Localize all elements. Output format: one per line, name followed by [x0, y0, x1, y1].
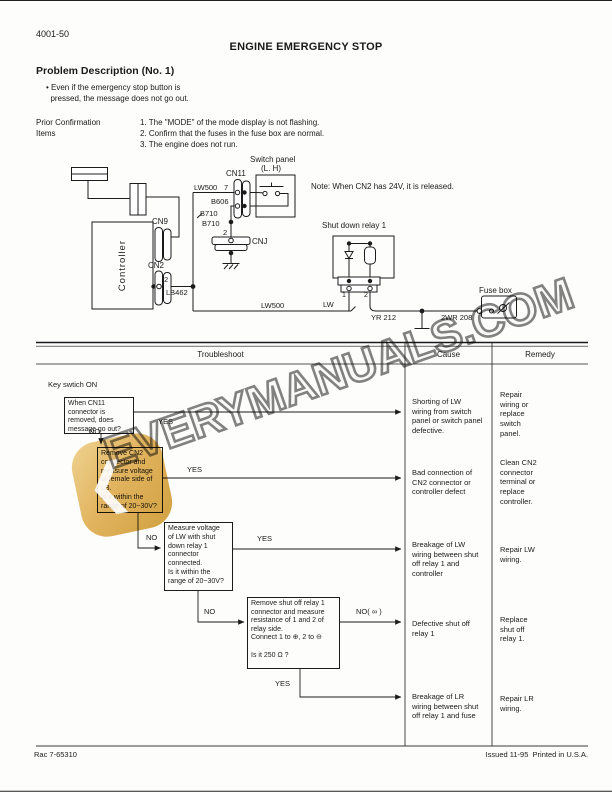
switch-panel-box	[255, 174, 296, 218]
label-lw500-top: LW500	[194, 183, 218, 192]
label-cn11: CN11	[226, 169, 246, 178]
label-yr212: YR 212	[371, 313, 397, 322]
remedy-cell-5: Repair LR wiring.	[500, 694, 534, 713]
cause-cell-2: Bad connection of CN2 connector or contr…	[412, 468, 473, 497]
column-header-cause: Cause	[436, 350, 461, 359]
label-b710-a: B710	[200, 209, 218, 218]
flow-label-yes-2: YES	[187, 465, 203, 474]
column-header-remedy: Remedy	[525, 350, 555, 359]
label-pin2-cnj: 2	[223, 228, 228, 237]
page-code: 4001-50	[36, 29, 70, 39]
footer-right: Issued 11-95 Printed in U.S.A.	[485, 750, 588, 759]
label-cn9: CN9	[152, 217, 169, 226]
label-2wr208: 2WR 208	[441, 313, 473, 322]
label-b710-b: B710	[202, 219, 220, 228]
label-lb462: LB462	[166, 288, 188, 297]
remedy-cell-1: Repair wiring or replace switch panel.	[500, 390, 529, 438]
cn2-pin	[151, 283, 196, 290]
label-lw500-bottom: LW500	[261, 301, 285, 310]
label-relay-pin1: 1	[342, 292, 346, 299]
footer-left: Rac 7-65310	[34, 750, 77, 759]
label-pin7: 7	[224, 183, 229, 192]
label-shutdown-relay: Shut down relay 1	[322, 221, 387, 230]
wire-junction-dot	[419, 308, 425, 314]
page-title: ENGINE EMERGENCY STOP	[229, 41, 383, 53]
remedy-cell-4: Replace shut off relay 1.	[500, 615, 528, 644]
label-switch-panel: Switch panel	[250, 155, 296, 164]
cause-cell-5: Breakage of LR wiring between shut off r…	[412, 692, 479, 721]
flow-label-no-3: NO	[204, 607, 216, 616]
flow-label-yes-4: YES	[275, 679, 291, 688]
remedy-cell-2: Clean CN2 connector terminal or replace …	[500, 458, 537, 506]
problem-heading: Problem Description (No. 1)	[36, 65, 175, 77]
shutdown-relay	[332, 235, 395, 293]
column-header-troubleshoot: Troubleshoot	[197, 350, 244, 359]
flow-box-2: Remove CN2 connector and measure voltage…	[97, 447, 163, 513]
flow-label-no-1: NO	[89, 427, 101, 436]
cause-cell-3: Breakage of LW wiring between shut off r…	[412, 540, 479, 579]
cn11-pins	[234, 189, 247, 209]
flow-label-no-2: NO	[146, 533, 158, 542]
prior-confirmation-label: Prior Confirmation Items	[36, 118, 101, 138]
table-rules	[36, 341, 588, 747]
label-cn2: CN2	[148, 261, 165, 270]
inline-connector-vertical	[129, 183, 147, 216]
cause-cell-4: Defective shut off relay 1	[412, 619, 470, 638]
flow-start-label: Key swtich ON	[48, 380, 98, 389]
cause-cell-1: Shorting of LW wiring from switch panel …	[412, 397, 483, 436]
wires	[87, 180, 478, 329]
label-b606: B606	[211, 197, 229, 206]
controller-box	[91, 221, 154, 310]
pushbutton-switch-icon	[255, 182, 289, 207]
label-fuse-box: Fuse box	[479, 286, 512, 295]
label-relay-pin2: 2	[364, 292, 368, 299]
prior-confirmation-items: 1. The "MODE" of the mode display is not…	[140, 118, 325, 149]
b710-splice	[196, 213, 234, 225]
controller-label: Controller	[92, 222, 153, 309]
wiring-diagram	[71, 167, 517, 329]
label-switch-panel-sub: (L. H)	[261, 164, 281, 173]
ground-icon	[222, 263, 240, 270]
label-cnj: CNJ	[252, 237, 268, 246]
cn9-connector	[154, 227, 172, 262]
flow-label-yes-3: YES	[257, 534, 273, 543]
inline-connector-horizontal	[71, 167, 108, 181]
flow-box-3: Measure voltage of LW with shut down rel…	[164, 522, 233, 591]
label-note: Note: When CN2 has 24V, it is released.	[311, 182, 454, 191]
flow-label-no-infinity: NO( ∞ )	[356, 607, 382, 616]
cnj-connector	[211, 236, 251, 256]
label-lw: LW	[323, 300, 334, 309]
cn11-connector	[233, 179, 251, 219]
flow-box-4: Remove shut off relay 1 connector and me…	[247, 597, 340, 669]
fuse-box	[476, 295, 517, 319]
flow-label-yes-1: YES	[158, 417, 174, 426]
remedy-cell-3: Repair LW wiring.	[500, 545, 535, 564]
problem-description: • Even if the emergency stop button is p…	[46, 83, 189, 103]
label-pin2-cn2: 2	[164, 275, 169, 284]
controller-label-text: Controller	[117, 239, 128, 292]
